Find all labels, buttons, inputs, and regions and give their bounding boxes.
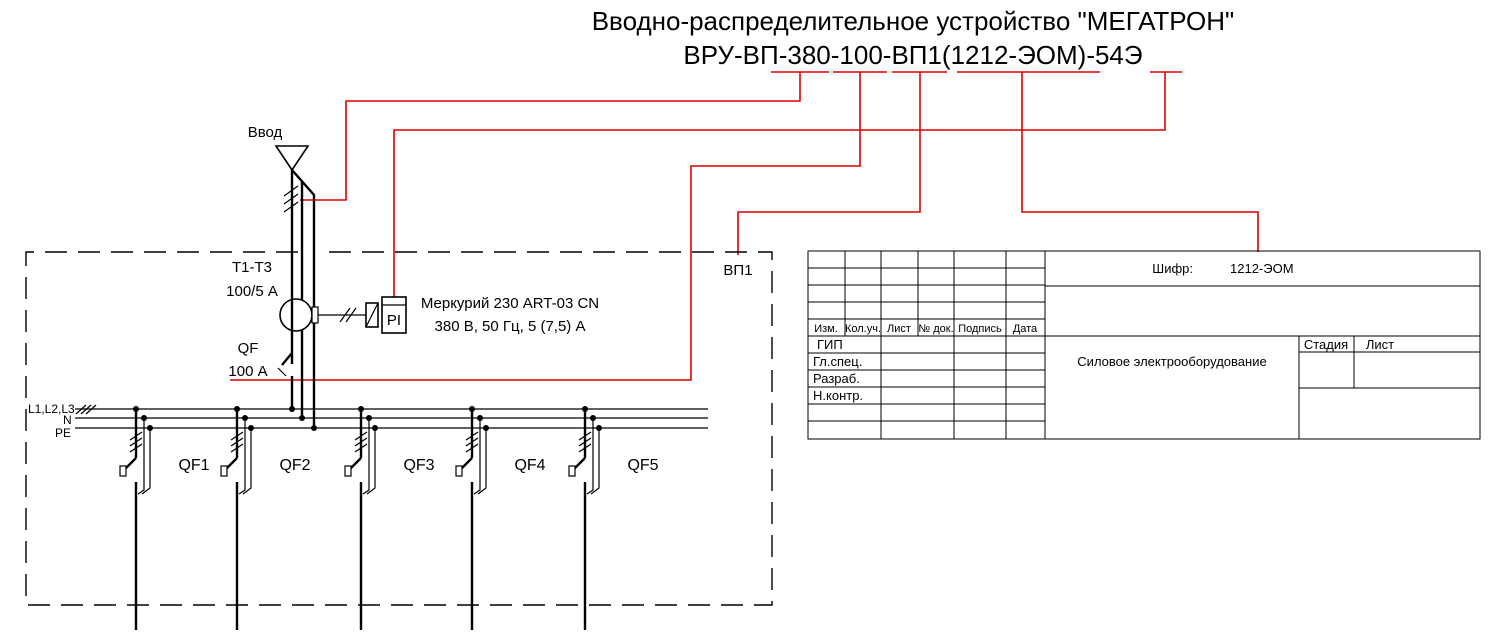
meter-symbol-label: PI xyxy=(387,312,401,329)
tb-header-kolvo: Кол.уч. xyxy=(845,323,881,335)
feeder-label: QF1 xyxy=(178,457,209,474)
tb-header-izm: Изм. xyxy=(814,323,838,335)
tb-role-razrab: Разраб. xyxy=(813,371,860,386)
tb-header-doc: № док. xyxy=(918,323,953,335)
code-label: Шифр: xyxy=(1152,261,1193,276)
input-label: Ввод xyxy=(248,124,283,141)
tb-role-glspec: Гл.спец. xyxy=(813,354,862,369)
code-value: 1212-ЭОМ xyxy=(1230,261,1294,276)
tb-header-signature: Подпись xyxy=(958,323,1002,335)
main-breaker-rating: 100 А xyxy=(228,363,267,380)
tb-sheet-label: Лист xyxy=(1366,337,1394,352)
enclosure-code: ВП1 xyxy=(723,262,752,279)
feeder-qf3: QF3 xyxy=(344,406,435,630)
feeder-qf4: QF4 xyxy=(455,406,546,630)
bus-label-phases: L1,L2,L3 xyxy=(28,402,75,416)
feeder-qf1: QF1 xyxy=(119,406,210,630)
feeder-qf5: QF5 xyxy=(568,406,659,630)
current-transformer-symbol xyxy=(279,298,366,332)
leader-lines xyxy=(230,72,1259,381)
tb-header-date: Дата xyxy=(1013,323,1038,335)
input-symbol xyxy=(274,145,316,428)
bus-label-pe: PE xyxy=(55,426,71,440)
leader-code xyxy=(1021,72,1259,252)
bus-label-neutral: N xyxy=(63,413,72,427)
title-line1: Вводно-распределительное устройство "МЕГ… xyxy=(592,6,1235,36)
feeder-label: QF3 xyxy=(403,457,434,474)
tb-role-gip: ГИП xyxy=(817,337,843,352)
tb-stage-label: Стадия xyxy=(1304,337,1348,352)
title-line2: ВРУ-ВП-380-100-ВП1(1212-ЭОМ)-54Э xyxy=(683,40,1142,70)
meter-model: Меркурий 230 ART-03 CN xyxy=(421,295,599,312)
ct-rating: 100/5 А xyxy=(226,283,278,300)
leader-100 xyxy=(230,72,861,381)
tb-header-list: Лист xyxy=(887,323,911,335)
feeder-label: QF2 xyxy=(279,457,310,474)
ct-name: Т1-Т3 xyxy=(232,259,272,276)
leader-380 xyxy=(300,72,801,201)
main-breaker-name: QF xyxy=(238,340,259,357)
feeder-group: QF1 QF2 QF3 QF4 QF5 xyxy=(119,406,659,630)
tb-role-nkontr: Н.контр. xyxy=(813,388,863,403)
busbars xyxy=(75,404,708,431)
tb-project-name: Силовое электрооборудование xyxy=(1077,354,1266,369)
title-block xyxy=(807,250,1481,440)
meter-spec: 380 В, 50 Гц, 5 (7,5) А xyxy=(435,318,586,335)
feeder-label: QF5 xyxy=(627,457,658,474)
leader-vp1 xyxy=(737,72,921,255)
feeder-qf2: QF2 xyxy=(220,406,311,630)
energy-meter-symbol xyxy=(365,296,407,334)
feeder-label: QF4 xyxy=(514,457,545,474)
enclosure-boundary xyxy=(25,251,773,606)
leader-54e xyxy=(393,72,1166,300)
main-breaker-symbol xyxy=(277,352,298,377)
